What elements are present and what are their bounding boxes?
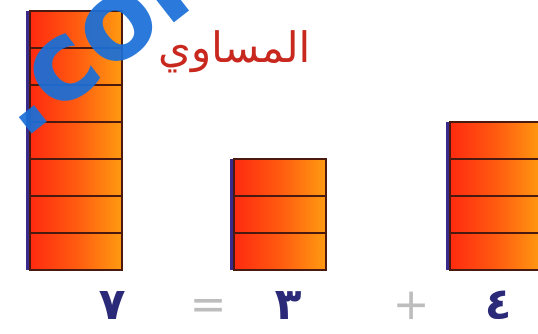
bar-four-blocks (446, 122, 538, 270)
operand-a-numeral: ٤ (468, 280, 528, 330)
unit-block (450, 159, 538, 196)
equals-sign: = (178, 280, 238, 330)
unit-block (234, 233, 326, 270)
plus-sign: + (386, 280, 436, 330)
unit-block (450, 122, 538, 159)
unit-block (234, 159, 326, 196)
unit-block (450, 196, 538, 233)
unit-block (30, 196, 122, 233)
unit-block (30, 48, 122, 85)
unit-block (450, 233, 538, 270)
operand-b-numeral: ٣ (258, 280, 318, 330)
unit-block (30, 11, 122, 48)
result-numeral: ٧ (82, 280, 142, 330)
unit-block (30, 233, 122, 270)
bar-three-blocks (230, 159, 326, 270)
bar-seven-blocks (26, 11, 122, 270)
unit-block (30, 85, 122, 122)
unit-block (30, 122, 122, 159)
unit-block (30, 159, 122, 196)
unit-block (234, 196, 326, 233)
